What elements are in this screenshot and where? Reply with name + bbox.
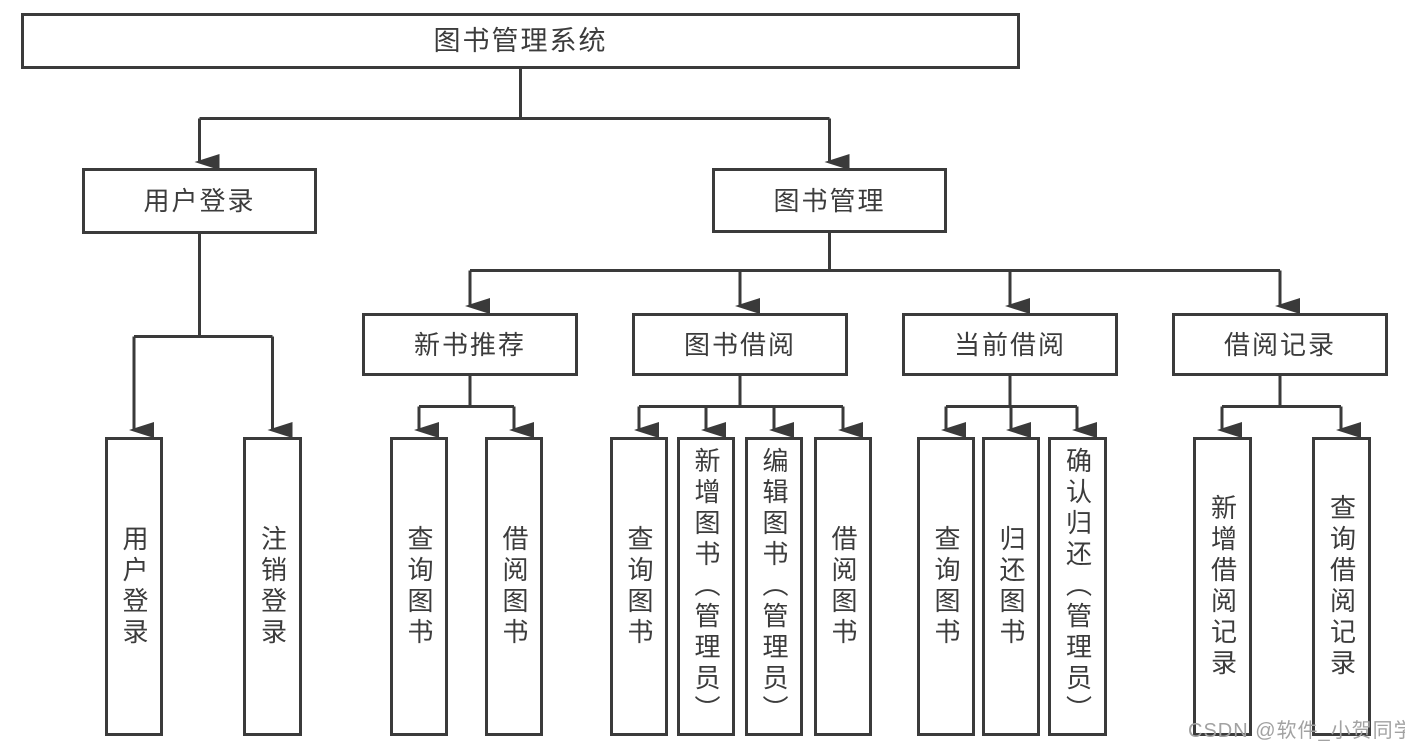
- node-borrow-books: 借阅图书: [485, 437, 543, 736]
- node-edit-books-admin: 编辑图书（管理员）: [745, 437, 803, 736]
- node-new-book-recommendation: 新书推荐: [362, 313, 578, 376]
- node-label: 借阅图书: [499, 524, 529, 649]
- node-user-login: 用户登录: [82, 168, 317, 234]
- node-label: 确认归还（管理员）: [1062, 447, 1093, 726]
- node-query-books: 查询图书: [610, 437, 668, 736]
- node-library-management-system: 图书管理系统: [21, 13, 1020, 69]
- node-label: 借阅图书: [828, 524, 858, 649]
- node-query-borrow-record: 查询借阅记录: [1312, 437, 1371, 736]
- node-label: 注销登录: [257, 524, 288, 649]
- node-label: 图书管理: [773, 185, 886, 216]
- node-current-borrowing: 当前借阅: [902, 313, 1118, 376]
- node-label: 编辑图书（管理员）: [759, 447, 789, 726]
- node-book-borrowing: 图书借阅: [632, 313, 848, 376]
- node-label: 用户登录: [119, 524, 149, 649]
- node-label: 图书管理系统: [433, 25, 608, 56]
- node-confirm-return-admin: 确认归还（管理员）: [1048, 437, 1107, 736]
- node-label: 新增借阅记录: [1207, 493, 1238, 680]
- node-label: 当前借阅: [953, 329, 1066, 360]
- node-borrow-books: 借阅图书: [814, 437, 872, 736]
- node-add-borrow-record: 新增借阅记录: [1193, 437, 1252, 736]
- node-query-books: 查询图书: [917, 437, 975, 736]
- csdn-watermark: CSDN @软件_小贺同学: [1188, 720, 1405, 742]
- node-add-books-admin: 新增图书（管理员）: [677, 437, 735, 736]
- node-query-books: 查询图书: [390, 437, 448, 736]
- node-label: 归还图书: [996, 524, 1026, 649]
- node-logout-action: 注销登录: [243, 437, 302, 736]
- node-label: 查询借阅记录: [1326, 493, 1357, 680]
- node-label: 查询图书: [404, 524, 434, 649]
- node-label: 查询图书: [624, 524, 654, 649]
- node-label: 图书借阅: [683, 329, 796, 360]
- node-borrowing-records: 借阅记录: [1172, 313, 1388, 376]
- node-label: 查询图书: [931, 524, 961, 649]
- node-label: 借阅记录: [1223, 329, 1336, 360]
- node-return-books: 归还图书: [982, 437, 1040, 736]
- node-label: 用户登录: [143, 186, 256, 216]
- node-label: 新增图书（管理员）: [691, 447, 721, 726]
- node-label: 新书推荐: [413, 329, 526, 360]
- node-book-management: 图书管理: [712, 168, 947, 233]
- node-user-login-action: 用户登录: [105, 437, 163, 736]
